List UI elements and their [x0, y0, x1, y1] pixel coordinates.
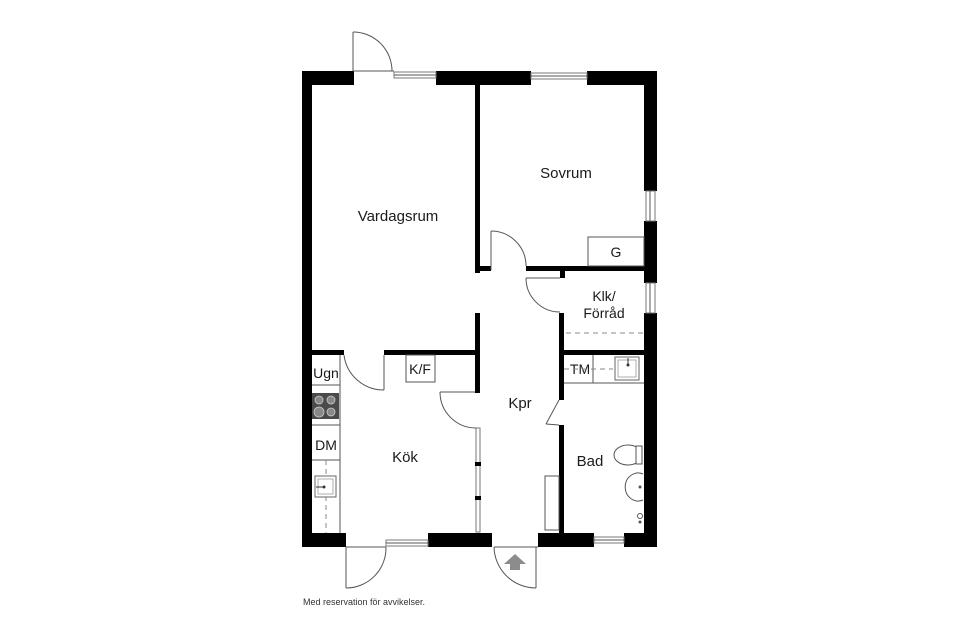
wardrobe: G [587, 236, 645, 267]
disclaimer-text: Med reservation för avvikelser. [303, 597, 426, 607]
window-top-living [393, 71, 437, 79]
door-storage[interactable] [525, 277, 561, 313]
window-bottom-bath [593, 536, 625, 544]
wall-storage-bath [559, 350, 644, 355]
svg-text:DM: DM [315, 437, 337, 453]
door-living-kitchen[interactable] [343, 354, 385, 391]
wall-right-2 [644, 221, 657, 283]
wall-living-bedroom [475, 85, 480, 273]
washbasin-icon [624, 472, 644, 502]
wall-bottom-3 [538, 533, 594, 547]
toilet-icon [613, 444, 643, 466]
window-bottom-kitchen [385, 539, 429, 547]
wall-living-kitchen-left [312, 350, 344, 355]
entrance-arrow-icon [504, 554, 526, 570]
wall-bottom-4 [624, 533, 657, 547]
wall-left [302, 71, 312, 547]
wall-top-right [587, 71, 657, 85]
wall-living-kitchen-right [384, 350, 480, 355]
room-label-kok: Kök [392, 449, 418, 466]
svg-text:TM: TM [570, 361, 590, 377]
shower-icon [637, 513, 643, 524]
door-main-entrance[interactable] [493, 546, 538, 589]
wall-top-middle [436, 71, 531, 85]
wall-bottom-1 [302, 533, 346, 547]
svg-text:K/F: K/F [409, 361, 431, 377]
kitchen-counter: Ugn DM [312, 355, 341, 533]
svg-text:G: G [611, 244, 622, 260]
wall-bedroom-storage [526, 266, 644, 271]
wall-hall-storage [559, 313, 564, 400]
hob-icon [312, 393, 339, 419]
laundry-counter: TM [564, 355, 644, 384]
bath-counter-sink-icon [614, 356, 640, 381]
wall-stub-1 [475, 266, 491, 271]
door-bedroom[interactable] [490, 230, 527, 270]
wall-stub-3 [462, 350, 480, 355]
door-bath[interactable] [545, 399, 560, 426]
wall-right-1 [644, 71, 657, 191]
window-right-bedroom [645, 190, 656, 222]
door-kitchen-bottom[interactable] [345, 546, 387, 589]
fridge-freezer: K/F [405, 354, 436, 383]
room-label-bad: Bad [577, 453, 604, 470]
wall-hall-bath [559, 425, 564, 533]
wall-top-left [302, 71, 354, 85]
kitchen-sink-icon [314, 475, 337, 498]
glass-partition [475, 427, 481, 533]
room-label-kpr: Kpr [508, 395, 531, 412]
room-label-vardagsrum: Vardagsrum [358, 208, 439, 225]
hall-cabinet [544, 475, 560, 531]
door-top-entrance[interactable] [352, 31, 394, 72]
room-label-sovrum: Sovrum [540, 165, 592, 182]
window-top-bedroom [530, 72, 588, 80]
wall-right-3 [644, 313, 657, 547]
room-label-klk-line1: Klk/ [592, 288, 615, 304]
door-kitchen-hall[interactable] [439, 391, 477, 429]
room-label-klk-line2: Förråd [583, 305, 624, 321]
window-right-storage [645, 282, 656, 314]
wall-bottom-2 [428, 533, 492, 547]
wall-stub-2 [560, 266, 565, 278]
svg-text:Ugn: Ugn [313, 365, 339, 381]
